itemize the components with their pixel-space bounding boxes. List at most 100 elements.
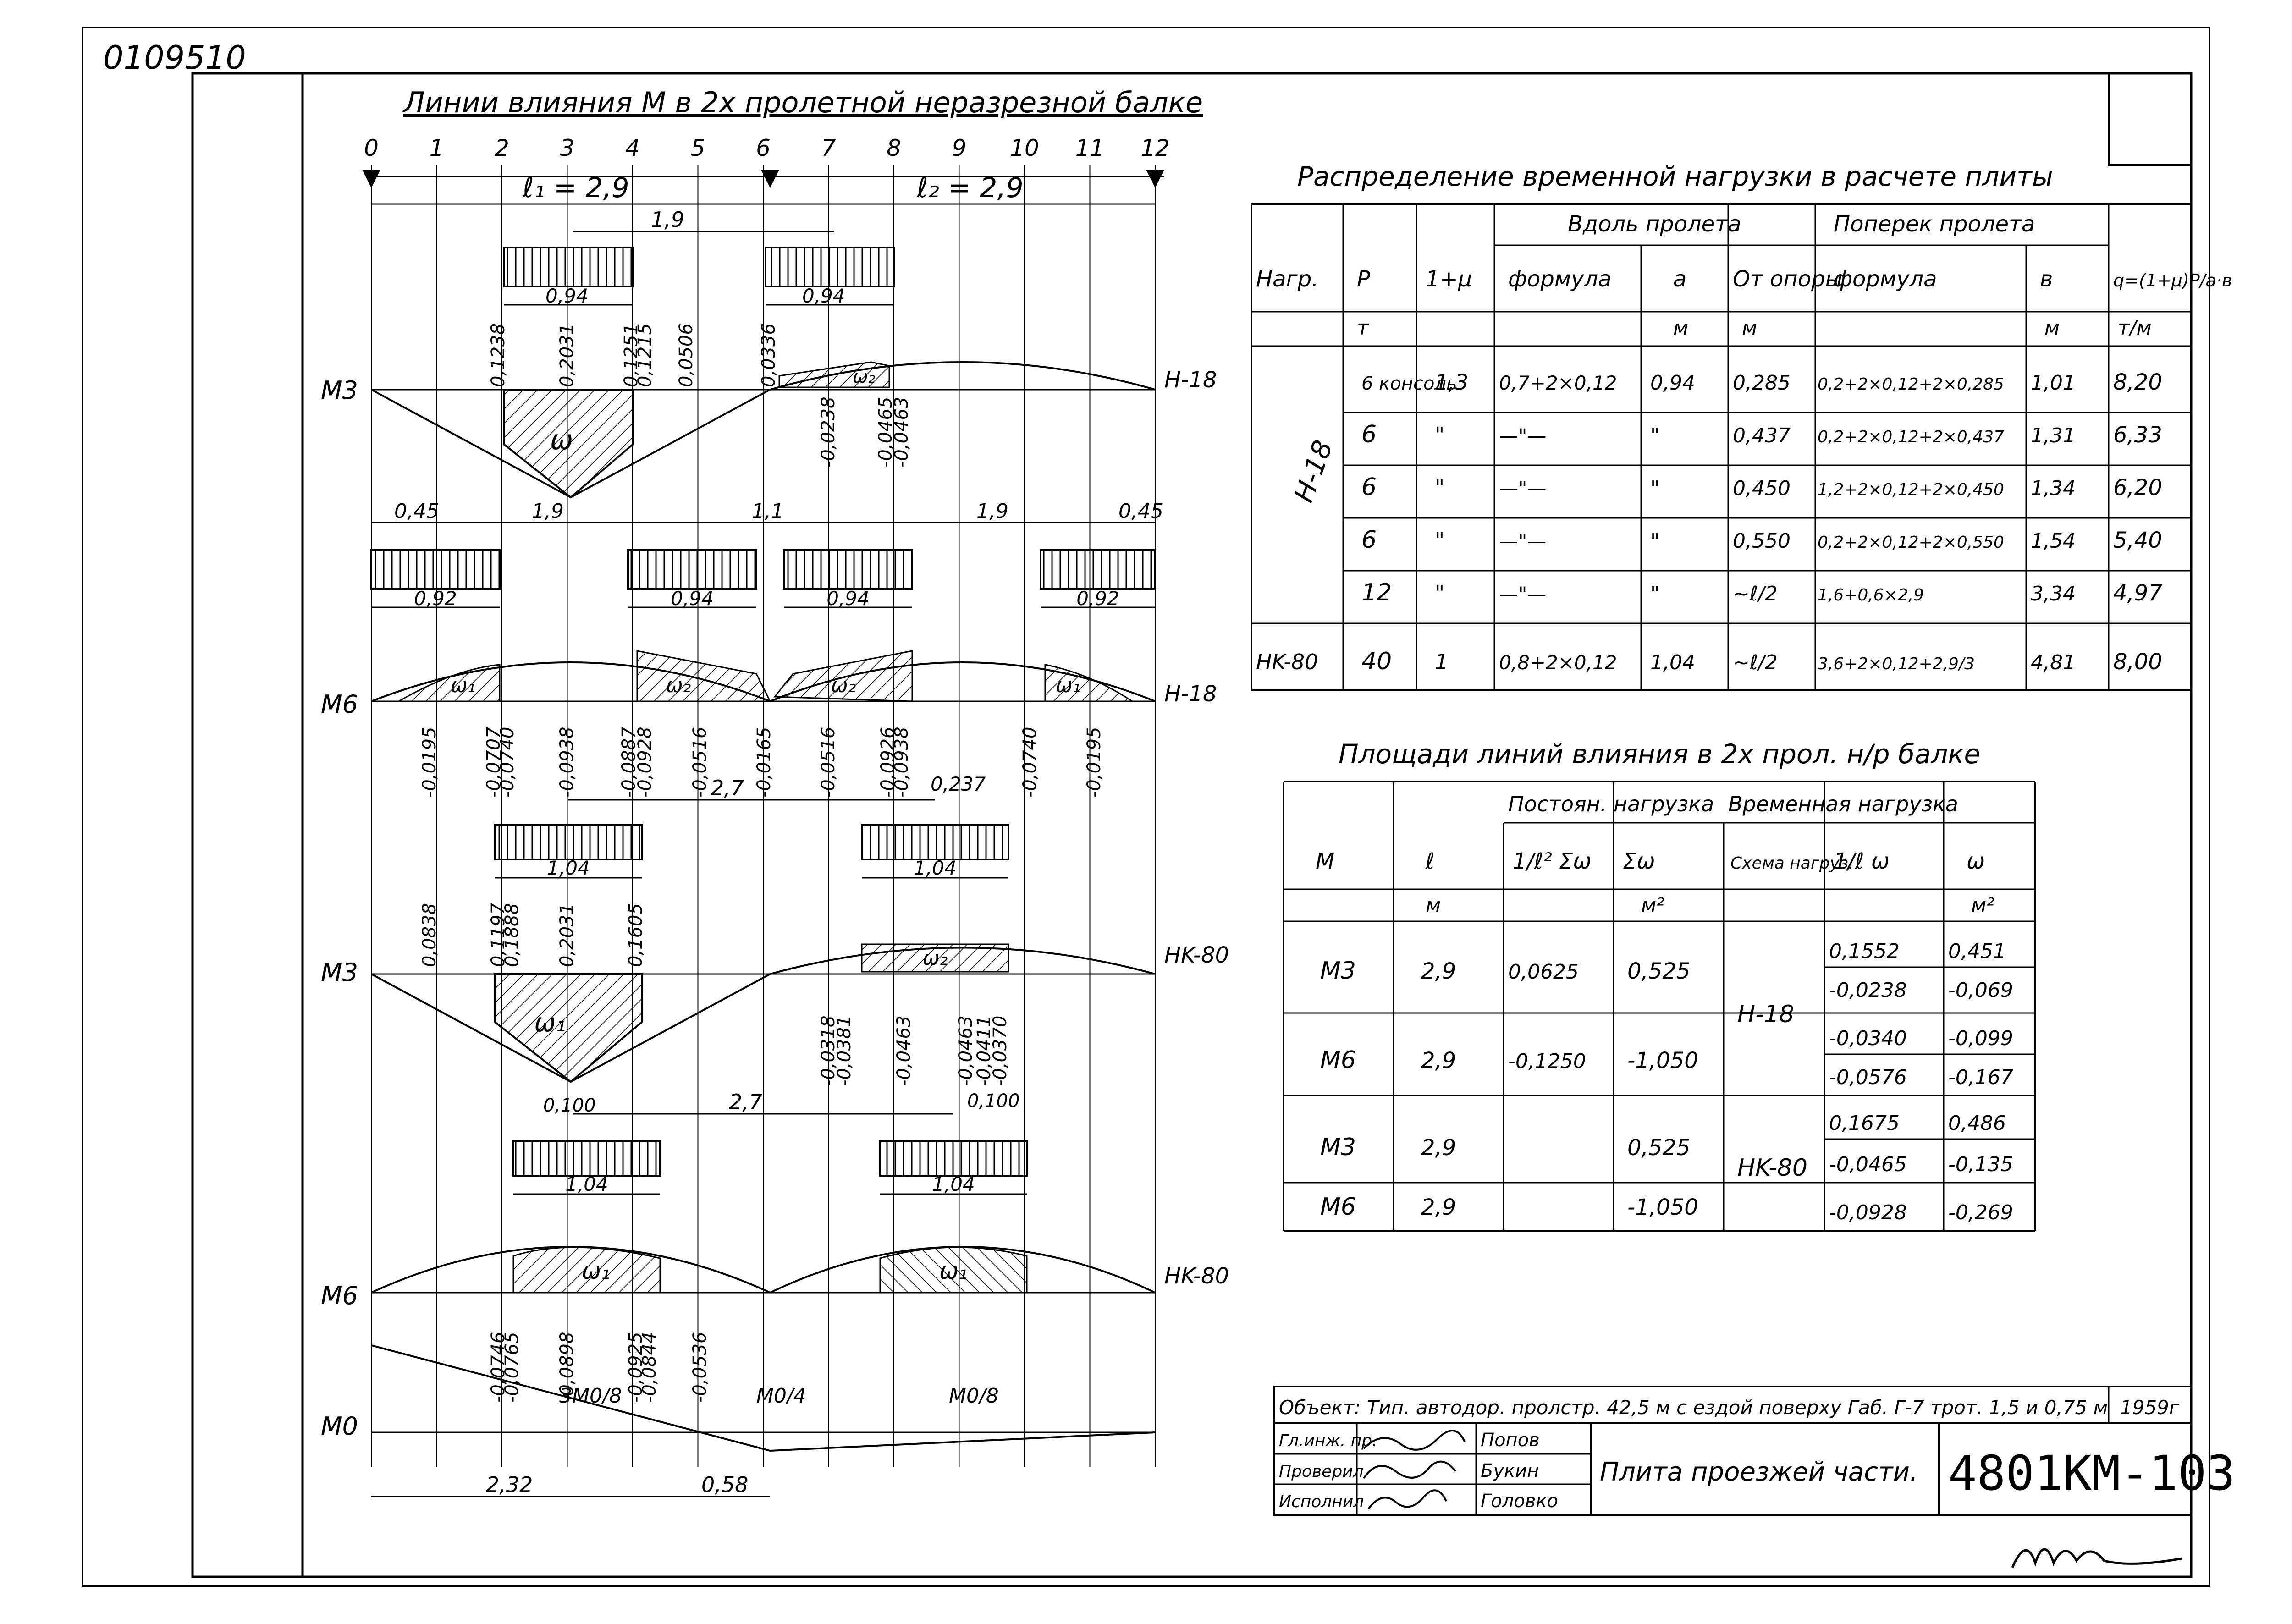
cell: 0,486 [1948,1112,2006,1135]
cell: ~ℓ/2 [1733,651,1778,674]
cell: 0,7+2×0,12 [1499,372,1617,394]
value-label: -0,0370 [990,1016,1011,1086]
wheel-load [370,549,501,590]
value-label: -0,0516 [689,727,711,798]
cell: 1,31 [2031,424,2076,447]
unit-cell: м [1426,894,1441,917]
table-load-distribution: Распределение временной нагрузки в расче… [1251,161,2232,691]
cell: 0,525 [1627,1135,1690,1161]
cell: 6,20 [2113,475,2162,501]
omega-label: ω₁ [582,1258,610,1284]
cell: 8,00 [2113,649,2162,675]
header-cell: a [1673,266,1686,292]
cell: " [1650,477,1659,500]
node-label: 9 [952,135,967,161]
stamp-name-2: Головко [1481,1491,1558,1512]
cell: 3,34 [2031,582,2076,606]
omega-area [396,664,501,702]
value-label: 0,2031 [556,903,578,967]
stamp-frame [1273,1386,2192,1516]
stamp-object: Объект: Тип. автодор. пролстр. 42,5 м с … [1279,1396,2108,1419]
signature-1 [1363,1460,1456,1479]
value-label: -0,0928 [634,727,656,798]
panel-load: H-18 [1164,681,1217,707]
m0-label-left: 3M0/8 [559,1384,622,1408]
cell: -0,135 [1948,1153,2013,1176]
header-cell: в [2040,266,2053,292]
influence-lines: Линии влияния M в 2х пролетной неразрезн… [321,86,1229,1497]
cell: —"— [1499,477,1546,500]
node-label: 4 [625,135,640,161]
table1-title: Распределение временной нагрузки в расче… [1297,161,2053,192]
cell: 0,0625 [1508,960,1579,984]
cell: 0,94 [1650,371,1695,395]
value-label: -0,0746 [488,1332,509,1403]
stamp-role-0: Гл.инж. пр. [1279,1431,1377,1450]
span1-label: ℓ₁ = 2,9 [522,172,629,204]
cell: -0,1250 [1508,1050,1586,1073]
panel-name: M0 [321,1412,358,1441]
value-label: -0,0898 [556,1332,578,1403]
cell: M3 [1320,1134,1356,1161]
support-left [362,170,380,188]
unit-cell: м [1673,316,1688,340]
wheel-load [1040,549,1156,590]
stamp-role-1: Проверил [1279,1462,1364,1481]
cell: " [1435,475,1444,500]
value-label: 0,0506 [676,323,697,387]
node-label: 2 [495,135,509,161]
unit-cell: т [1357,316,1369,340]
value-label: -0,0707 [483,727,504,798]
omega-label: ω₁ [534,1008,566,1038]
panel-load: HK-80 [1164,1263,1229,1289]
wheel-load-left [503,247,634,287]
cell: 0,1675 [1829,1112,1900,1135]
cell: -0,269 [1948,1201,2013,1224]
cell: HK-80 [1737,1154,1807,1182]
cell: 5,40 [2113,528,2162,553]
header-cell: 1+μ [1426,266,1472,292]
cell: —"— [1499,583,1546,605]
value-label: -0,0740 [1019,727,1041,798]
load-h18: H-18 [1288,436,1339,506]
node-label: 3 [560,135,575,161]
node-label: 5 [691,135,705,161]
signature-2 [1367,1489,1447,1510]
stamp-title: Плита проезжей части. [1600,1457,1918,1487]
drawing-code: 4801КМ-103 [1948,1445,2235,1501]
stamp-role-2: Исполнил [1279,1492,1364,1511]
dim-right: 0,58 [701,1472,748,1497]
unit-cell: м [1742,316,1757,340]
cell: -1,050 [1627,1195,1698,1220]
node-label: 10 [1010,135,1039,161]
panel-name: M3 [321,958,358,987]
unit-cell: м² [1971,894,1994,917]
header-cell: Нагр. [1256,266,1318,292]
cell: 3,6+2×0,12+2,9/3 [1818,655,1975,673]
omega-label: ω₁ [939,1258,968,1284]
cell: 1,2+2×0,12+2×0,450 [1818,480,2004,499]
header-group: Поперек пролета [1834,211,2035,237]
cell: 1,01 [2031,371,2076,395]
dim-top: 2,7 [729,1090,762,1114]
cell: 6,33 [2113,422,2162,448]
panel-neg-values: -0,0318-0,0381-0,0463-0,0463-0,0411-0,03… [818,1016,1011,1086]
dim-w1: 0,94 [545,285,589,307]
value-label: -0,0926 [877,727,898,798]
support-middle [761,170,779,188]
panel-name: M6 [321,1281,358,1310]
value-label: -0,0463 [955,1016,976,1086]
omega-area [503,389,634,499]
node-label: 6 [756,135,771,161]
omega-label: ω₁ [451,674,475,697]
cell: " [1650,529,1659,553]
width-label: 0,94 [671,587,714,610]
stamp-name-0: Попов [1481,1430,1540,1451]
value-label: 0,1238 [488,323,509,387]
panel-m0: M0 3M0/8 M0/4 M0/8 2,32 0,58 [321,1344,1156,1497]
cell: —"— [1499,424,1546,447]
wheel-load [783,549,913,590]
omega-area [879,1246,1028,1294]
